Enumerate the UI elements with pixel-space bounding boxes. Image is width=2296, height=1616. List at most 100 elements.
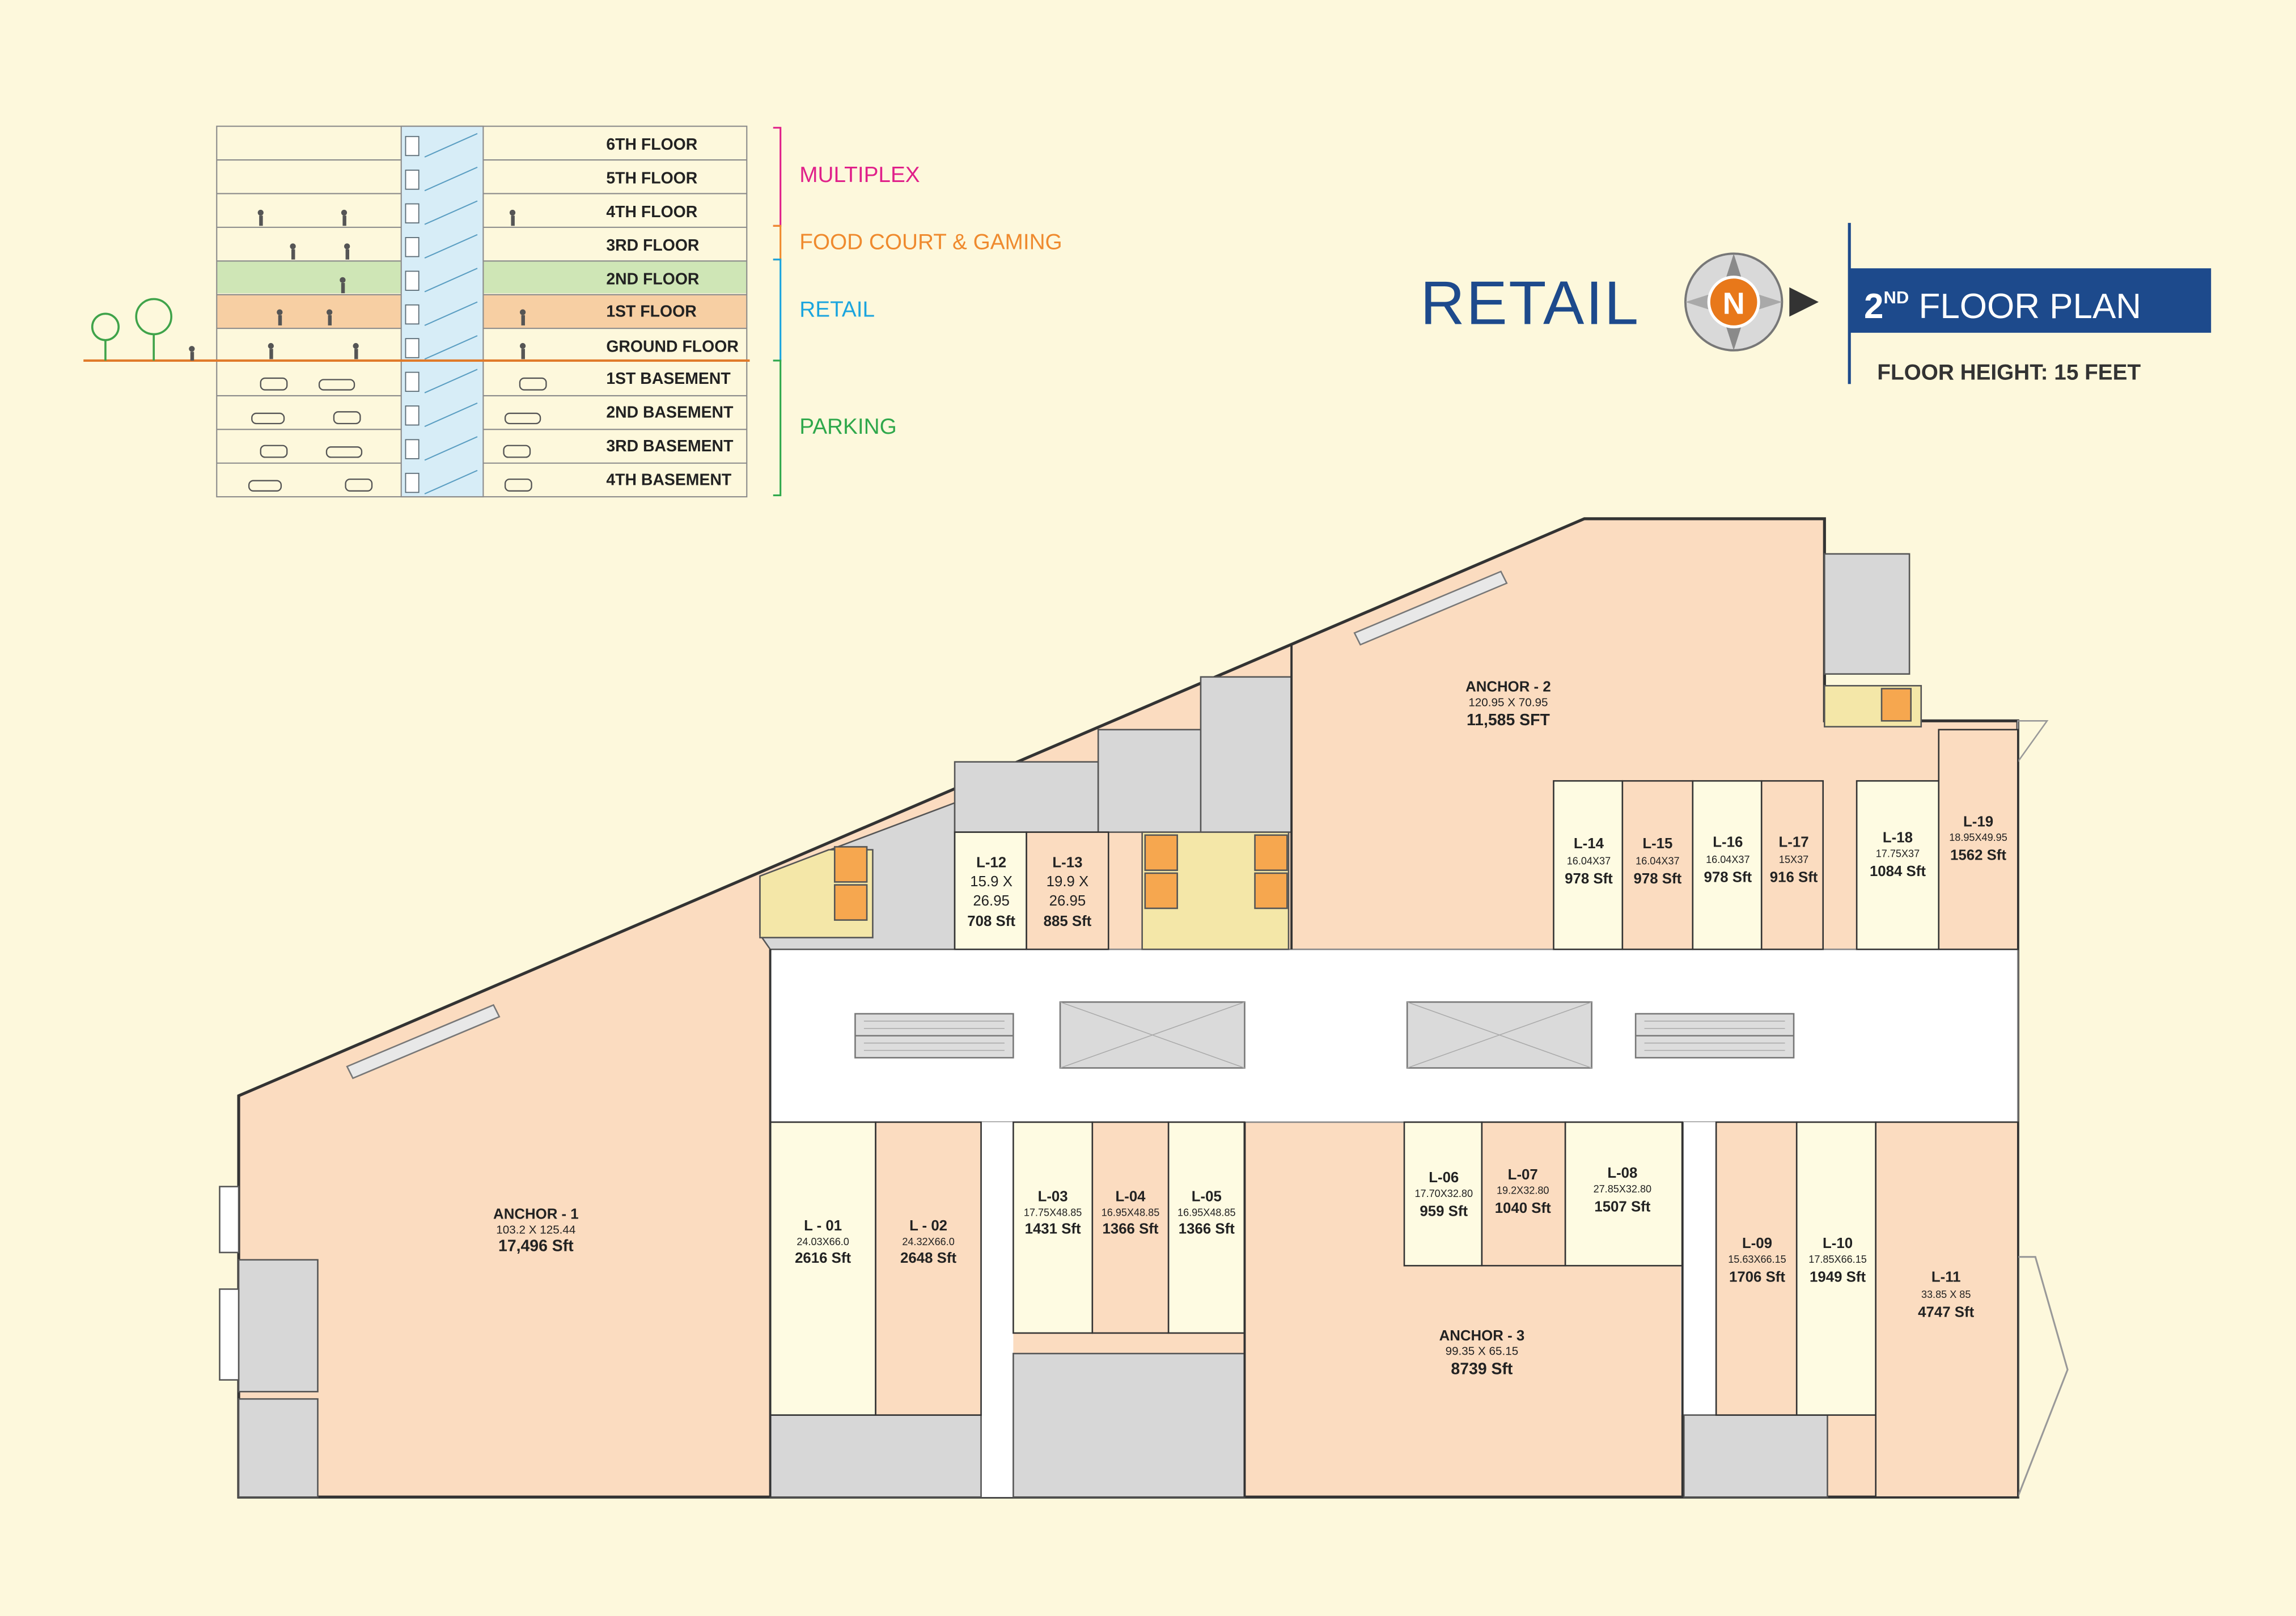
stair-core-bottom-left xyxy=(769,1414,982,1498)
lift-icon xyxy=(1144,872,1178,909)
unit-l04[interactable] xyxy=(1091,1121,1170,1334)
floor-label: 3RD FLOOR xyxy=(606,236,699,255)
section-lift-doors xyxy=(405,136,420,493)
unit-l16[interactable] xyxy=(1692,780,1763,950)
l19-name: L-19 xyxy=(1963,814,1993,830)
plan-number: 2 xyxy=(1864,287,1883,326)
l06-area: 959 Sft xyxy=(1420,1203,1468,1219)
car-icon xyxy=(248,377,547,492)
corridor-link-right xyxy=(1681,1122,1717,1415)
facade-wedge-top xyxy=(2017,720,2049,764)
header: RETAIL N 2ND FLOOR PLAN FLOOR HEIGHT: 15… xyxy=(1420,223,2212,384)
l13-dims2: 26.95 xyxy=(1049,893,1086,909)
l14-dims: 16.04X37 xyxy=(1567,855,1611,866)
anchor1-area: 17,496 Sft xyxy=(498,1237,574,1255)
unit-l07[interactable] xyxy=(1481,1121,1566,1267)
unit-l11[interactable] xyxy=(1875,1121,2019,1498)
l19-dims: 18.95X49.95 xyxy=(1949,832,2007,843)
lift-icon xyxy=(1880,688,1912,722)
toilet-block-bottom xyxy=(1013,1352,1246,1498)
l12-area: 708 Sft xyxy=(967,913,1015,929)
escalator-right xyxy=(1634,1013,1795,1059)
facade-louvre xyxy=(346,1004,501,1080)
unit-l08[interactable] xyxy=(1564,1121,1684,1267)
unit-l18[interactable] xyxy=(1856,780,1940,950)
l09-area: 1706 Sft xyxy=(1729,1270,1785,1285)
l01-area: 2616 Sft xyxy=(795,1250,851,1266)
l15-dims: 16.04X37 xyxy=(1636,855,1679,866)
anchor2-name: ANCHOR - 2 xyxy=(1465,679,1551,695)
floor-label: GROUND FLOOR xyxy=(606,337,739,356)
l14-area: 978 Sft xyxy=(1565,871,1613,887)
multiplex-bracket xyxy=(773,126,782,227)
unit-l13[interactable] xyxy=(1026,831,1109,950)
floor-label: 3RD BASEMENT xyxy=(606,437,734,455)
l07-name: L-07 xyxy=(1508,1167,1538,1183)
retail-bracket xyxy=(773,259,782,362)
stair-core-top xyxy=(1200,676,1293,833)
unit-l03[interactable] xyxy=(1013,1121,1094,1334)
section-stair-lines xyxy=(424,133,478,494)
lift-icon xyxy=(1144,834,1178,872)
l11-area: 4747 Sft xyxy=(1918,1305,1974,1321)
l18-name: L-18 xyxy=(1883,830,1913,846)
unit-l06[interactable] xyxy=(1403,1121,1483,1267)
l03-area: 1431 Sft xyxy=(1025,1221,1081,1237)
l17-area: 916 Sft xyxy=(1770,869,1818,885)
lift-icon xyxy=(833,884,868,921)
l13-area: 885 Sft xyxy=(1044,913,1092,929)
retail-title: RETAIL xyxy=(1420,268,1640,337)
void-right-cross xyxy=(1407,1001,1592,1069)
floor-labels: 6TH FLOOR 5TH FLOOR 4TH FLOOR 3RD FLOOR … xyxy=(606,136,739,489)
l15-name: L-15 xyxy=(1642,836,1672,852)
unit-l09[interactable] xyxy=(1715,1121,1798,1416)
l03-dims: 17.75X48.85 xyxy=(1024,1207,1082,1218)
l16-area: 978 Sft xyxy=(1704,869,1752,885)
unit-l15[interactable] xyxy=(1621,780,1694,950)
l02-name: L - 02 xyxy=(909,1218,947,1234)
l01-dims: 24.03X66.0 xyxy=(797,1236,849,1247)
l13-dims1: 19.9 X xyxy=(1047,874,1089,890)
l12-dims2: 26.95 xyxy=(973,893,1010,909)
l12-name: L-12 xyxy=(976,855,1006,871)
section-1st-floor-highlight-left xyxy=(217,294,401,329)
l15-area: 978 Sft xyxy=(1634,871,1682,887)
anchor2-dims: 120.95 X 70.95 xyxy=(1468,696,1548,709)
lift-icon xyxy=(1254,834,1288,872)
l05-name: L-05 xyxy=(1192,1189,1222,1205)
l01-name: L - 01 xyxy=(804,1218,842,1234)
l03-name: L-03 xyxy=(1038,1189,1068,1205)
l17-name: L-17 xyxy=(1779,834,1809,850)
l09-name: L-09 xyxy=(1742,1236,1772,1251)
l17-dims: 15X37 xyxy=(1779,854,1808,865)
unit-l05[interactable] xyxy=(1167,1121,1246,1334)
l13-name: L-13 xyxy=(1052,855,1082,871)
l05-area: 1366 Sft xyxy=(1179,1221,1235,1237)
anchor1-name: ANCHOR - 1 xyxy=(493,1207,579,1222)
l18-area: 1084 Sft xyxy=(1870,864,1926,879)
zone-label-food-court: FOOD COURT & GAMING xyxy=(799,230,1062,255)
unit-l19[interactable] xyxy=(1938,729,2019,950)
anchor1-dims: 103.2 X 125.44 xyxy=(496,1223,575,1236)
l16-dims: 16.04X37 xyxy=(1706,854,1749,865)
l04-dims: 16.95X48.85 xyxy=(1102,1207,1160,1218)
l07-area: 1040 Sft xyxy=(1495,1200,1551,1216)
zone-label-retail: RETAIL xyxy=(799,297,875,321)
floor-label: 6TH FLOOR xyxy=(606,136,697,154)
plan-superscript: ND xyxy=(1884,287,1909,307)
l16-name: L-16 xyxy=(1713,834,1743,850)
tree-icon xyxy=(91,298,173,361)
facade-wedge-right xyxy=(2017,1256,2069,1497)
l14-name: L-14 xyxy=(1574,836,1604,852)
floor-label: 2ND BASEMENT xyxy=(606,404,734,422)
unit-labels: ANCHOR - 1 103.2 X 125.44 17,496 Sft ANC… xyxy=(493,679,2007,1378)
unit-l10[interactable] xyxy=(1795,1121,1876,1416)
unit-l02[interactable] xyxy=(875,1121,982,1416)
l11-name: L-11 xyxy=(1931,1270,1961,1285)
plan-title-box xyxy=(1849,268,2212,333)
unit-l01[interactable] xyxy=(769,1121,876,1416)
unit-l12[interactable] xyxy=(954,831,1027,950)
unit-l17[interactable] xyxy=(1760,780,1824,950)
building-section: 6TH FLOOR 5TH FLOOR 4TH FLOOR 3RD FLOOR … xyxy=(83,125,1062,498)
